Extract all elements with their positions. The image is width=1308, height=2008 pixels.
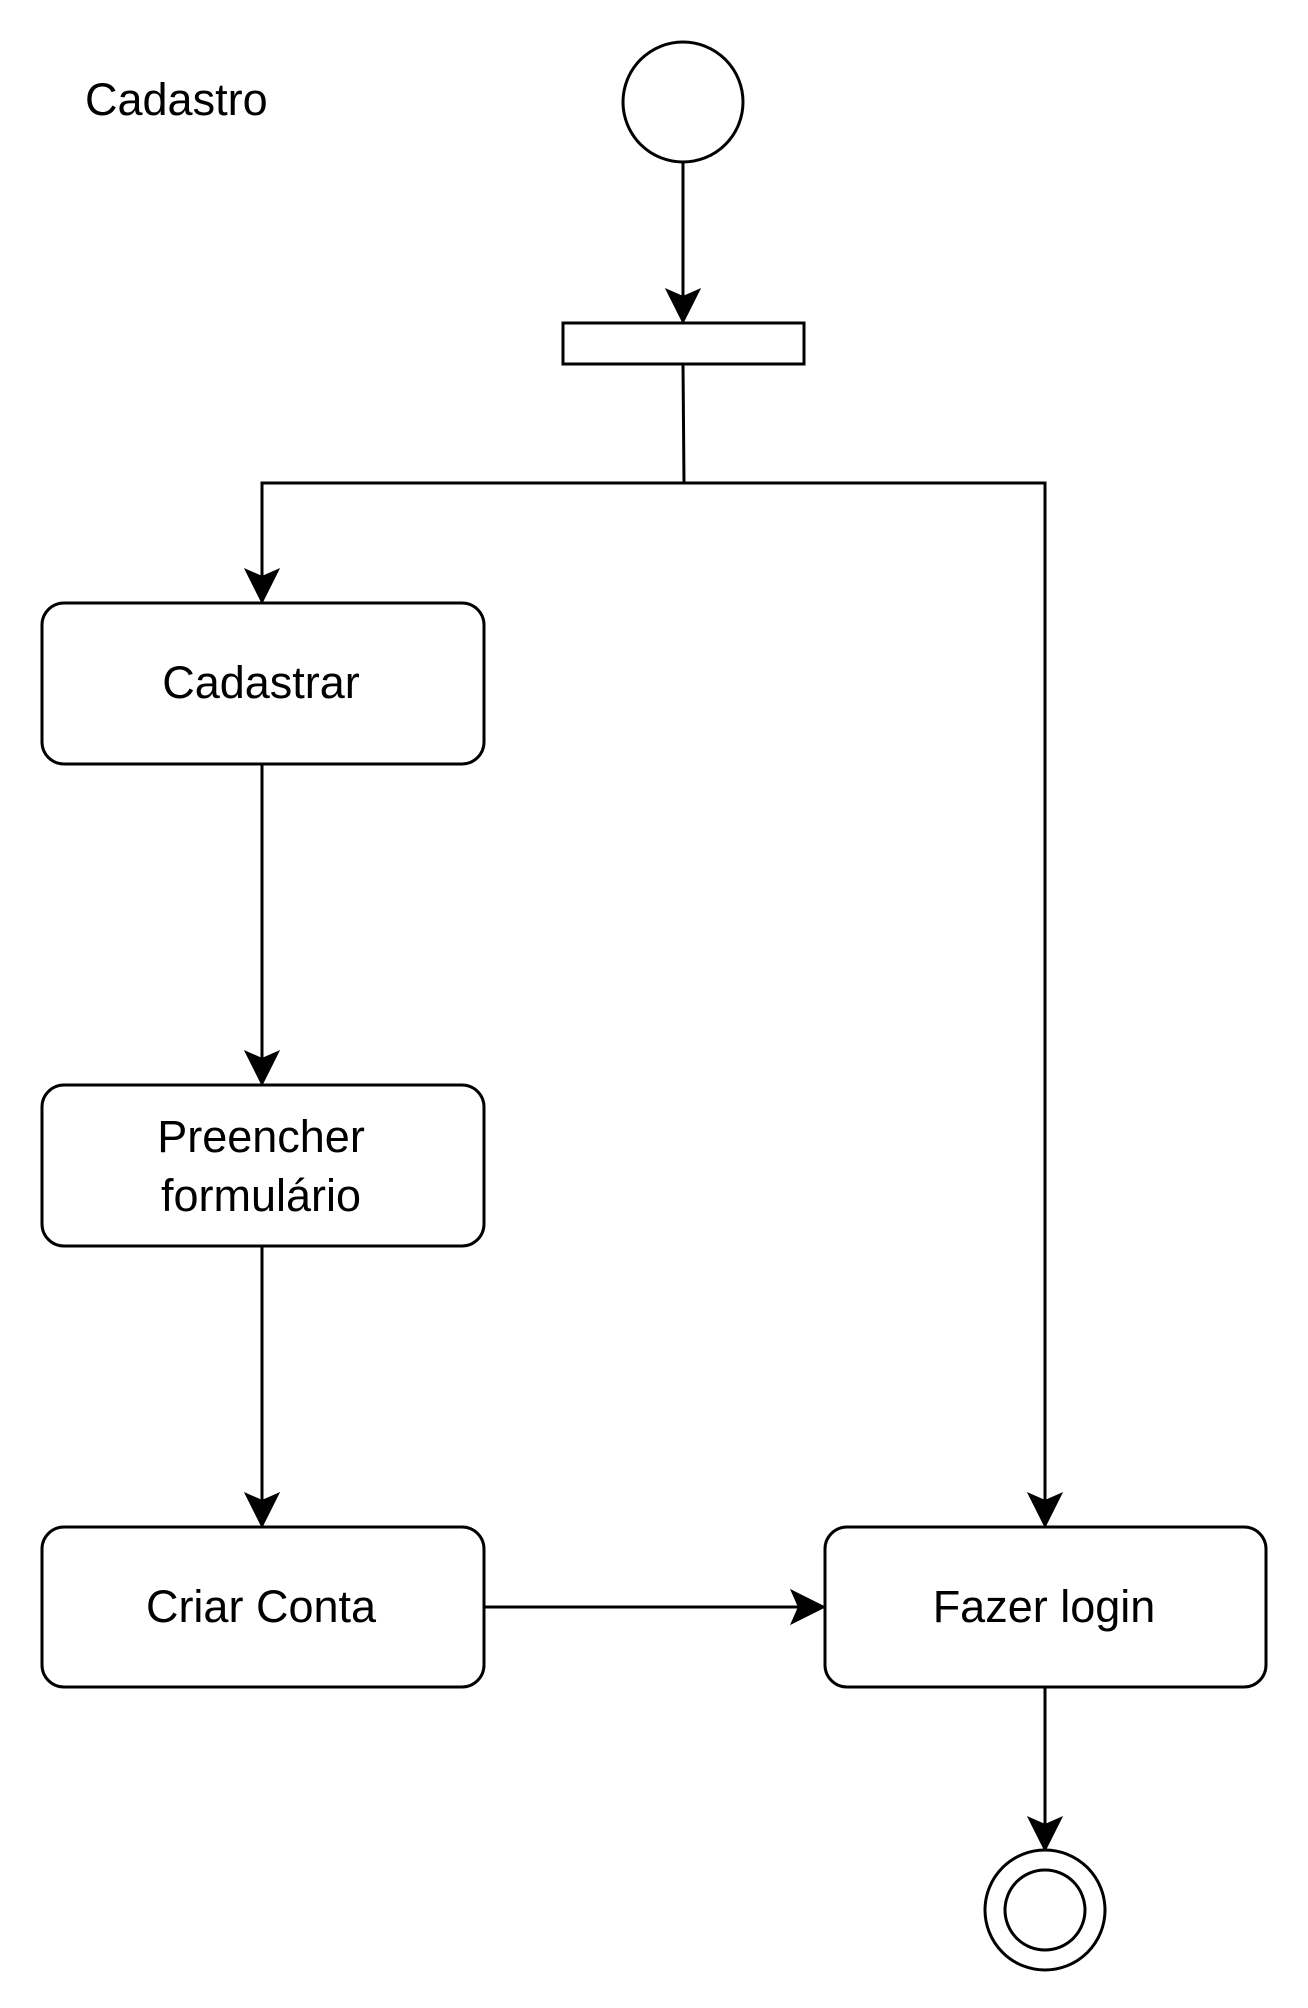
- arrowhead-fork-to-fazer-login: [1026, 1491, 1064, 1529]
- arrowhead-fazer-login-to-final: [1026, 1815, 1064, 1853]
- action-fazer-login: Fazer login: [823, 1525, 1268, 1689]
- action-preencher-label-line2: formulário: [161, 1170, 361, 1221]
- fork-bar: [561, 321, 806, 366]
- action-preencher-label-line1: Preencher: [157, 1111, 365, 1162]
- arrowhead-cadastrar-to-preencher: [243, 1049, 281, 1087]
- action-fazer-login-label: Fazer login: [933, 1581, 1156, 1632]
- arrowhead-fork-to-cadastrar: [243, 567, 281, 605]
- edge-fork-stem: [681, 363, 686, 484]
- edge-fork-to-cadastrar: [260, 481, 684, 598]
- action-criar-conta-label: Criar Conta: [146, 1581, 377, 1632]
- action-criar-conta: Criar Conta: [40, 1525, 486, 1689]
- arrowhead-initial-to-fork: [664, 287, 702, 325]
- action-cadastrar: Cadastrar: [40, 601, 486, 766]
- diagram-title: Cadastro: [85, 74, 268, 125]
- arrowhead-criar-conta-to-fazer-login: [789, 1588, 827, 1626]
- final-node: [983, 1848, 1107, 1972]
- action-cadastrar-label: Cadastrar: [162, 657, 360, 708]
- initial-node: [621, 40, 745, 164]
- action-preencher-formulario: Preencher formulário: [40, 1083, 486, 1248]
- edge-fork-to-fazer-login: [684, 481, 1047, 1522]
- arrowhead-preencher-to-criar-conta: [243, 1491, 281, 1529]
